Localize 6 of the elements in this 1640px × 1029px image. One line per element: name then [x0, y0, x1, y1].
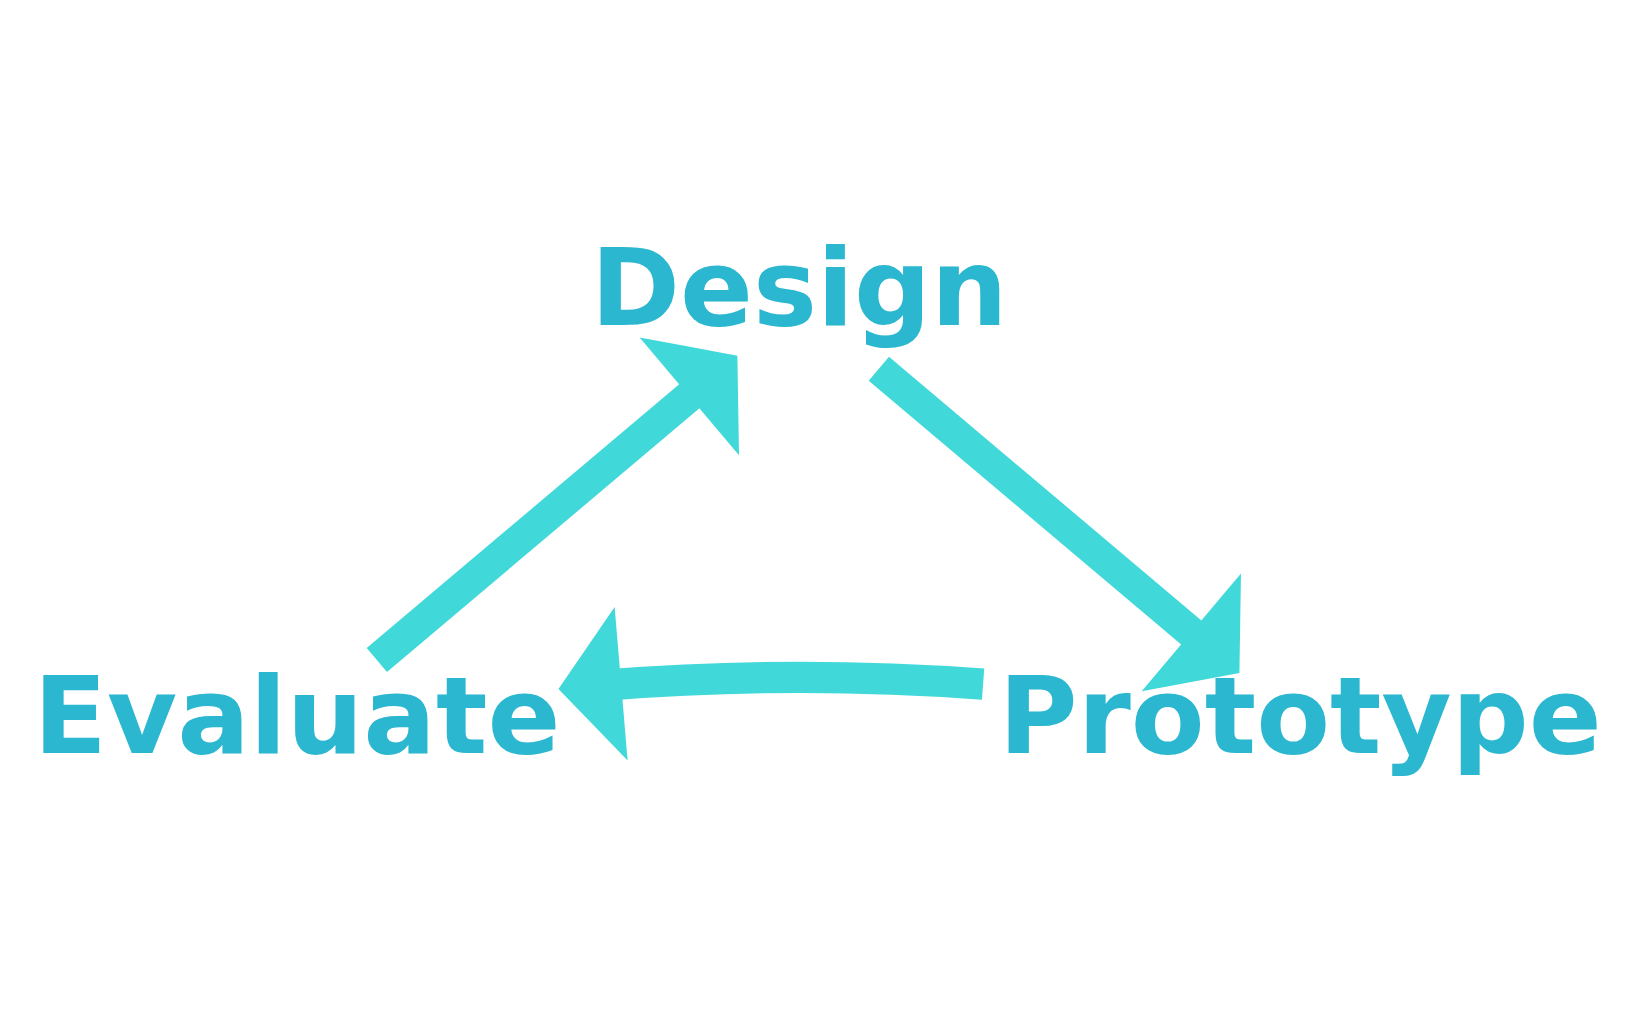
node-text: Prototype	[998, 653, 1602, 779]
arrow	[868, 356, 1241, 692]
arrow	[366, 337, 739, 672]
node-text: Design	[590, 224, 1008, 350]
arrow	[558, 607, 985, 761]
node-text: Evaluate	[33, 653, 561, 779]
